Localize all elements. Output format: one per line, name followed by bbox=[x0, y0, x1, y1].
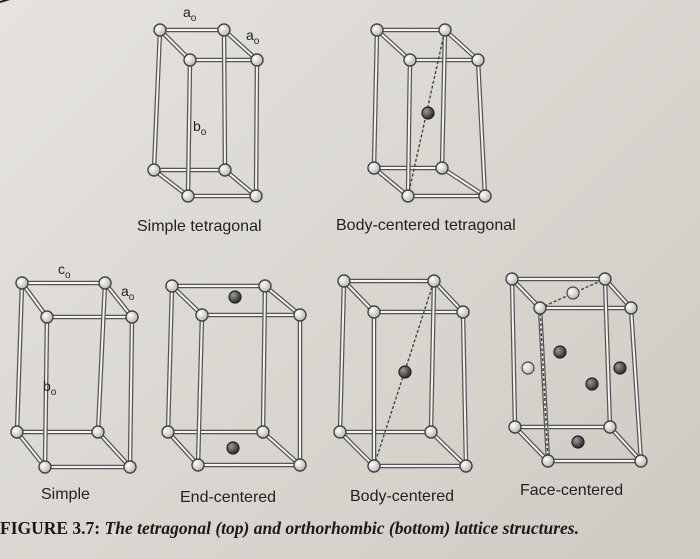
corner-atom bbox=[258, 279, 272, 293]
corner-atom bbox=[367, 459, 381, 473]
corner-atom bbox=[181, 189, 195, 203]
label-end-centered: End-centered bbox=[180, 489, 277, 506]
corner-atom bbox=[147, 163, 161, 177]
corner-atom bbox=[438, 23, 452, 37]
corner-atom bbox=[478, 189, 492, 203]
corner-atom bbox=[370, 23, 384, 37]
label-simple: Simple bbox=[41, 486, 90, 503]
cell-orthorhombic-end-centered bbox=[161, 279, 307, 472]
figure-caption: FIGURE 3.7: The tetragonal (top) and ort… bbox=[0, 518, 579, 539]
corner-atom bbox=[401, 189, 415, 203]
corner-atom bbox=[435, 161, 449, 175]
corner-atom bbox=[40, 310, 54, 324]
center-atom bbox=[585, 377, 599, 391]
center-atom bbox=[226, 441, 240, 455]
label-body-centered: Body-centered bbox=[350, 488, 455, 505]
label-c0-2: co bbox=[58, 261, 71, 281]
label-b0-2: bo bbox=[43, 378, 57, 398]
corner-atom bbox=[217, 23, 231, 37]
corner-atom bbox=[165, 279, 179, 293]
corner-atom bbox=[598, 272, 612, 286]
corner-atom bbox=[293, 458, 307, 472]
cell-orthorhombic-simple bbox=[10, 276, 139, 474]
corner-atom bbox=[471, 53, 485, 67]
corner-atom bbox=[403, 53, 417, 67]
label-b0-1: bo bbox=[193, 118, 207, 138]
label-a0-top-1: ao bbox=[183, 4, 197, 24]
cell-orthorhombic-face-centered bbox=[505, 272, 648, 468]
center-atom bbox=[398, 365, 412, 379]
corner-atom bbox=[10, 425, 24, 439]
corner-atom bbox=[293, 308, 307, 322]
corner-atom bbox=[424, 425, 438, 439]
corner-atom bbox=[98, 276, 112, 290]
cell-orthorhombic-body-centered bbox=[333, 274, 473, 473]
corner-atom bbox=[125, 310, 139, 324]
corner-atom bbox=[256, 425, 270, 439]
label-body-centered-tetragonal: Body-centered tetragonal bbox=[336, 217, 516, 234]
corner-atom bbox=[427, 274, 441, 288]
corner-atom bbox=[456, 305, 470, 319]
label-a0-2: ao bbox=[121, 283, 135, 303]
corner-atom bbox=[191, 458, 205, 472]
corner-atom bbox=[533, 301, 547, 315]
corner-atom bbox=[195, 308, 209, 322]
corner-atom bbox=[333, 425, 347, 439]
corner-atom bbox=[123, 460, 137, 474]
caption-text: The tetragonal (top) and orthorhombic (b… bbox=[104, 518, 579, 538]
label-a0-side-1: ao bbox=[246, 27, 260, 47]
corner-atom bbox=[249, 189, 263, 203]
label-simple-tetragonal: Simple tetragonal bbox=[137, 218, 262, 235]
corner-atom bbox=[15, 276, 29, 290]
corner-atom bbox=[367, 161, 381, 175]
face-atom bbox=[566, 286, 580, 300]
center-atom bbox=[571, 435, 585, 449]
corner-atom bbox=[459, 459, 473, 473]
center-atom bbox=[421, 106, 435, 120]
corner-atom bbox=[91, 425, 105, 439]
face-atom bbox=[521, 361, 535, 375]
corner-atom bbox=[624, 301, 638, 315]
corner-atom bbox=[161, 425, 175, 439]
center-atom bbox=[228, 290, 242, 304]
diagonal-line bbox=[539, 307, 549, 462]
cell-body-centered-tetragonal bbox=[367, 23, 492, 203]
label-face-centered: Face-centered bbox=[520, 482, 624, 499]
corner-atom bbox=[218, 163, 232, 177]
corner-atom bbox=[603, 420, 617, 434]
center-atom bbox=[553, 345, 567, 359]
corner-atom bbox=[541, 454, 555, 468]
corner-atom bbox=[508, 420, 522, 434]
caption-lead: FIGURE 3.7: bbox=[0, 518, 101, 538]
corner-atom bbox=[337, 274, 351, 288]
corner-atom bbox=[367, 305, 381, 319]
corner-atom bbox=[250, 53, 264, 67]
corner-atom bbox=[634, 454, 648, 468]
corner-atom bbox=[505, 272, 519, 286]
center-atom bbox=[613, 361, 627, 375]
cell-simple-tetragonal bbox=[147, 23, 264, 203]
corner-atom bbox=[183, 53, 197, 67]
corner-atom bbox=[38, 460, 52, 474]
page-edge-mark bbox=[0, 0, 11, 3]
corner-atom bbox=[153, 23, 167, 37]
